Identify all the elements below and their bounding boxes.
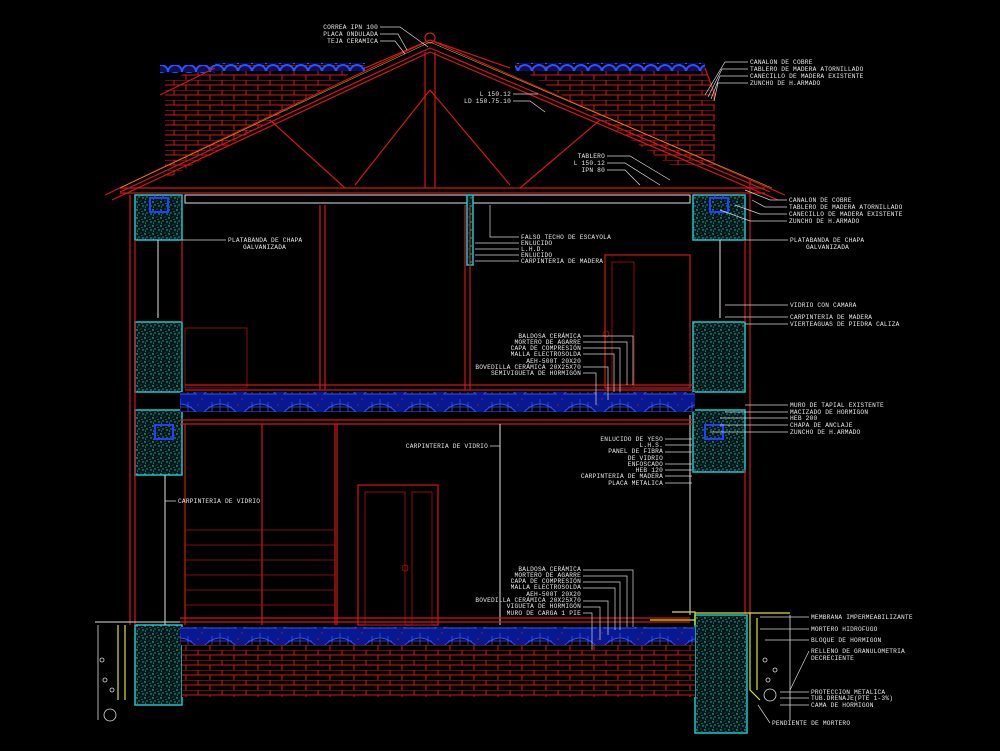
- label: MURO DE TAPIAL EXISTENTE: [790, 402, 884, 409]
- label: MEMBRANA IMPERMEABILIZANTE: [811, 614, 913, 621]
- label: ENLUCIDO DE YESO: [600, 436, 663, 443]
- label: BOVEDILLA CERÁMICA 20X25X70: [475, 597, 581, 604]
- label: CORREA IPN 100: [323, 24, 378, 31]
- window-frames: [129, 180, 751, 625]
- label: BLOQUE DE HORMIGON: [811, 637, 882, 644]
- label: ENLUCIDO: [521, 240, 552, 247]
- label: CANALON DE COBRE: [789, 197, 852, 204]
- label: AEH-500T 20X20: [526, 591, 581, 598]
- label: LD 150.75.10: [464, 98, 511, 105]
- label: DECRECIENTE: [811, 655, 854, 662]
- label: PENDIENTE DE MORTERO: [772, 720, 850, 727]
- label: ZUNCHO DE H.ARMADO: [790, 429, 861, 436]
- upper-floor-slab: [180, 392, 695, 412]
- label: IPN 80: [582, 167, 606, 174]
- load-bearing-wall: [182, 645, 695, 697]
- label: MURO DE CARGA 1 PIE: [507, 610, 581, 617]
- label: CARPINTERIA DE VIDRIO: [178, 498, 260, 505]
- label: PROTECCION METALICA: [811, 689, 885, 696]
- label: TEJA CERAMICA: [327, 38, 378, 45]
- label: CANALON DE COBRE: [750, 59, 813, 66]
- label: MORTERO HIDROFUGO: [811, 626, 878, 633]
- label: CARPINTERIA DE MADERA: [521, 258, 603, 265]
- label: ZUNCHO DE H.ARMADO: [789, 218, 860, 225]
- label: MALLA ELECTROSOLDA: [511, 584, 582, 591]
- label: PLACA METALICA: [608, 480, 663, 487]
- leader-lines: [165, 26, 810, 724]
- label: L.H.S.: [640, 442, 663, 449]
- label: TABLERO DE MADERA ATORNILLADO: [750, 66, 864, 73]
- label: RELLENO DE GRANULOMETRIA: [811, 648, 905, 655]
- roof-truss: [104, 32, 786, 201]
- label: PLATABANDA DE CHAPA: [228, 237, 302, 244]
- label: HEB 120: [636, 467, 663, 474]
- label: PLATABANDA DE CHAPA: [790, 237, 864, 244]
- label: PANEL DE FIBRA: [608, 448, 663, 455]
- label: CAPA DE COMPRESIÓN: [511, 345, 582, 352]
- label: L.H.D.: [521, 246, 544, 253]
- label: ENLUCIDO: [521, 252, 552, 259]
- label: CAMA DE HORMIGON: [811, 702, 874, 709]
- upper-floor-interior: [184, 205, 693, 391]
- membrane: [117, 611, 790, 701]
- lower-floor-interior: [180, 424, 690, 626]
- label: MACIZADO DE HORMIGON: [790, 409, 868, 416]
- roof-brickwork: [159, 39, 716, 180]
- label: L 150.12: [480, 91, 511, 98]
- label: MORTERO DE AGARRE: [514, 339, 581, 346]
- label: BALDOSA CERÁMICA: [518, 566, 581, 573]
- label: FALSO TECHO DE ESCAYOLA: [521, 234, 611, 241]
- gravel-drain: [97, 615, 791, 722]
- label: VIERTEAGUAS DE PIEDRA CALIZA: [790, 321, 900, 328]
- label: PLACA ONDULADA: [323, 31, 378, 38]
- label: CARPINTERIA DE VIDRIO: [406, 443, 488, 450]
- false-ceiling: [184, 194, 691, 204]
- label: ENFOSCADO: [628, 461, 663, 468]
- label: MALLA ELECTROSOLDA: [511, 351, 582, 358]
- upper-door: [604, 254, 691, 389]
- label: MORTERO DE AGARRE: [514, 572, 581, 579]
- label: VIGUETA DE HORMIGÓN: [507, 603, 581, 610]
- label: AEH-500T 20X20: [526, 358, 581, 365]
- label: CAPA DE COMPRESIÓN: [511, 578, 582, 585]
- label: TUB.DRENAJE(PTE 1-3%): [811, 695, 893, 702]
- label: CANECILLO DE MADERA EXISTENTE: [789, 211, 903, 218]
- label: GALVANIZADA: [243, 244, 286, 251]
- label: CANECILLO DE MADERA EXISTENTE: [750, 73, 864, 80]
- lower-door: [357, 484, 439, 626]
- label: HEB 200: [790, 415, 817, 422]
- label: CARPINTERIA DE MADERA: [581, 473, 663, 480]
- label: BOVEDILLA CERÁMICA 20X25X70: [475, 364, 581, 371]
- label: TABLERO: [578, 153, 605, 160]
- label: TABLERO DE MADERA ATORNILLADO: [789, 204, 903, 211]
- label: VIDRIO CON CAMARA: [790, 302, 857, 309]
- label: ZUNCHO DE H.ARMADO: [750, 80, 821, 87]
- label: CHAPA DE ANCLAJE: [790, 422, 853, 429]
- ground-floor-slab: [180, 627, 695, 645]
- label: SEMIVIGUETA DE HORMIGÓN: [491, 370, 581, 377]
- label: BALDOSA CERÁMICA: [518, 333, 581, 340]
- label: L 150.12: [574, 160, 605, 167]
- annotations: CORREA IPN 100 PLACA ONDULADA TEJA CERAM…: [178, 24, 913, 727]
- label: DE VIDRIO: [628, 455, 663, 462]
- label: CARPINTERIA DE MADERA: [790, 314, 872, 321]
- label: GALVANIZADA: [806, 244, 849, 251]
